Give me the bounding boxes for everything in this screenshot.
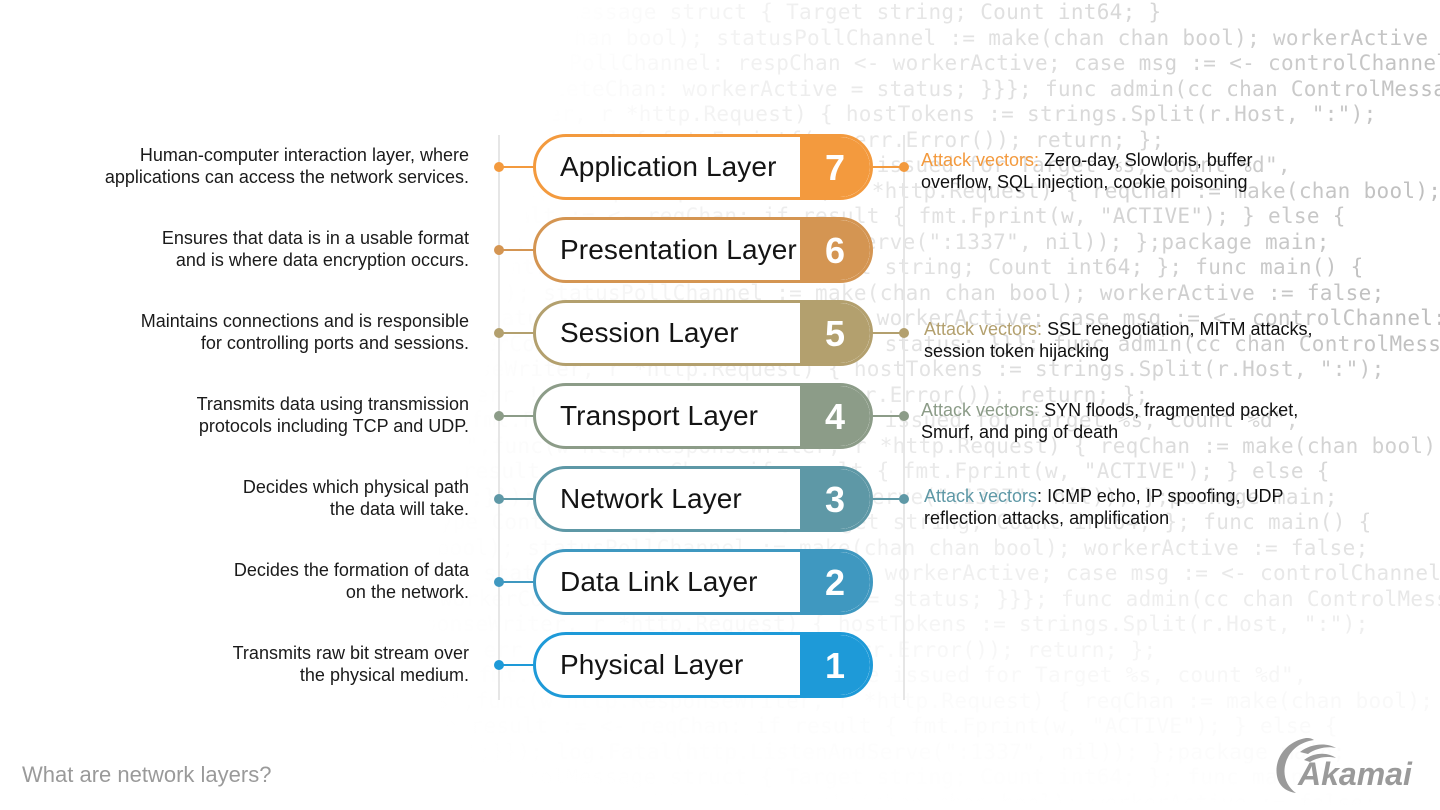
attack-vectors: Attack vectors: SSL renegotiation, MITM … xyxy=(924,319,1334,362)
left-connector-line xyxy=(499,498,535,500)
layer-pill: Network Layer 3 xyxy=(533,466,873,532)
background-code-line: statusPollChannel chan chan bool) {http.… xyxy=(0,102,1377,126)
description-line: Transmits raw bit stream over xyxy=(232,643,469,663)
attack-vectors-colon: : xyxy=(1037,319,1048,339)
background-code-line: import ( "fmt"; "html"; "log"; "net/http… xyxy=(0,0,1162,24)
attack-vectors-label: Attack vectors xyxy=(921,400,1035,420)
attack-vectors-list: Zero-day, Slowloris, buffer overflow, SQ… xyxy=(921,150,1253,192)
background-code-line: controlChannel := make(chan ControlMessa… xyxy=(0,790,1377,810)
left-connector-line xyxy=(499,415,535,417)
akamai-wave-icon: Akamai xyxy=(1276,738,1413,793)
attack-vectors-colon: : xyxy=(1037,486,1048,506)
layer-number-badge: 1 xyxy=(800,635,870,695)
layer-name: Network Layer xyxy=(560,483,742,514)
layer-pill: Data Link Layer 2 xyxy=(533,549,873,615)
layer-name: Transport Layer xyxy=(560,400,759,431)
background-code-line: workerActive = true; go doStuff(msg, wor… xyxy=(0,76,1440,101)
description-line: Decides which physical path xyxy=(242,477,469,497)
layer-pill: Application Layer 7 xyxy=(533,134,873,200)
attack-vectors-list: SYN floods, fragmented packet, Smurf, an… xyxy=(921,400,1299,442)
background-code-line: go admin(controlChannel, statusPollChann… xyxy=(0,51,1440,75)
right-connector-line xyxy=(872,332,904,334)
right-connector-dot xyxy=(899,494,909,504)
layer-name: Data Link Layer xyxy=(560,566,758,597)
left-connector-line xyxy=(499,581,535,583)
background-code-line: func main() { controlChannel := make(cha… xyxy=(0,25,1429,50)
description-line: Human-computer interaction layer, where xyxy=(139,145,469,165)
right-connector-dot xyxy=(899,411,909,421)
akamai-logo: Akamai xyxy=(1270,730,1430,796)
layer-number-badge: 3 xyxy=(800,469,870,529)
attack-vectors-list: ICMP echo, IP spoofing, UDP reflection a… xyxy=(924,486,1284,528)
layer-name: Session Layer xyxy=(560,317,739,348)
layer-number-badge: 6 xyxy=(800,220,870,280)
attack-vectors-colon: : xyxy=(1034,400,1045,420)
layer-name: Application Layer xyxy=(560,151,777,182)
description-line: the physical medium. xyxy=(299,664,469,685)
left-connector-line xyxy=(499,664,535,666)
attack-vectors: Attack vectors: SYN floods, fragmented p… xyxy=(921,400,1331,443)
background-code-line: statusPollChannel <- reqChan;timeout := … xyxy=(0,714,1338,738)
attack-vectors-label: Attack vectors xyxy=(921,150,1035,170)
right-connector-dot xyxy=(899,328,909,338)
layer-description: Maintains connections and is responsible… xyxy=(49,311,469,354)
page-title: What are network layers? xyxy=(22,762,272,787)
layer-name: Physical Layer xyxy=(560,649,744,680)
description-line: Maintains connections and is responsible xyxy=(140,311,469,331)
attack-vectors-list: SSL renegotiation, MITM attacks, session… xyxy=(924,319,1313,361)
layer-number-badge: 2 xyxy=(800,552,870,612)
layer-number-badge: 5 xyxy=(800,303,870,363)
layer-pill: Transport Layer 4 xyxy=(533,383,873,449)
layer-pill: Session Layer 5 xyxy=(533,300,873,366)
description-line: protocols including TCP and UDP. xyxy=(198,415,469,436)
description-line: the data will take. xyxy=(329,498,469,519)
description-line: Decides the formation of data xyxy=(233,560,469,580)
attack-vectors: Attack vectors: ICMP echo, IP spoofing, … xyxy=(924,486,1334,529)
attack-vectors: Attack vectors: Zero-day, Slowloris, buf… xyxy=(921,150,1266,193)
brand-text: Akamai xyxy=(1297,756,1413,792)
attack-vectors-label: Attack vectors xyxy=(924,486,1038,506)
attack-vectors-label: Attack vectors xyxy=(924,319,1038,339)
right-connector-line xyxy=(872,166,904,168)
left-connector-line xyxy=(499,249,535,251)
left-connector-line xyxy=(499,332,535,334)
description-line: and is where data encryption occurs. xyxy=(175,249,469,270)
layer-number-badge: 4 xyxy=(800,386,870,446)
right-connector-line xyxy=(872,498,904,500)
attack-vectors-colon: : xyxy=(1034,150,1045,170)
description-line: on the network. xyxy=(345,581,469,602)
description-line: Transmits data using transmission xyxy=(196,394,469,414)
layer-number-badge: 7 xyxy=(800,137,870,197)
layer-name: Presentation Layer xyxy=(560,234,797,265)
right-connector-dot xyxy=(899,162,909,172)
description-line: Ensures that data is in a usable format xyxy=(161,228,469,248)
description-line: for controlling ports and sessions. xyxy=(200,332,469,353)
background-code-line: fmt.Fprint(w, "INACTIVE"); }; return; ca… xyxy=(12,739,1346,764)
layer-pill: Physical Layer 1 xyxy=(533,632,873,698)
left-connector-line xyxy=(499,166,535,168)
right-connector-line xyxy=(872,415,904,417)
description-line: applications can access the network serv… xyxy=(104,166,469,187)
